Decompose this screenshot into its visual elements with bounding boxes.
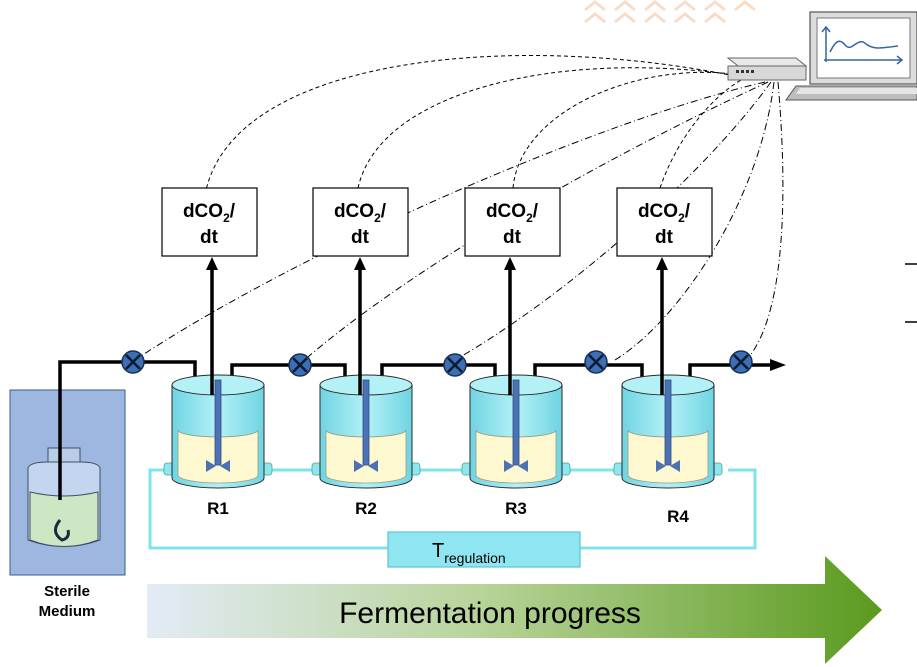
stirrer-icon [656, 379, 680, 472]
sensor-label-top: dCO2/ [638, 201, 691, 225]
sensor-slash: / [230, 201, 236, 222]
sensor-frame [161, 187, 258, 257]
valve-icon [288, 353, 312, 377]
sensor-label-bottom: dt [351, 227, 370, 248]
sensor-box-3: dCO2/dt [464, 187, 561, 395]
sensor-sub: 2 [374, 211, 381, 225]
outlet-arrowhead [770, 359, 786, 371]
valve-icon [729, 350, 753, 374]
sensor-frame [464, 187, 561, 257]
stirrer-icon [504, 379, 528, 472]
sensor-slash: / [533, 201, 539, 222]
gas-arrowhead [656, 257, 668, 270]
sensor-dco: dCO [486, 201, 526, 222]
sensor-dco: dCO [638, 201, 678, 222]
progress-label: Fermentation progress [339, 597, 641, 630]
valve-icon [121, 350, 145, 374]
sensor-box-4: dCO2/dt [616, 187, 713, 395]
sensor-slash: / [381, 201, 387, 222]
reactor-label-r2: R2 [355, 499, 377, 518]
reactor-r3: R3 [461, 374, 571, 518]
valve-icon [443, 353, 467, 377]
regulation-main: T [432, 540, 444, 562]
regulation-box [387, 531, 581, 568]
sensor-label-top: dCO2/ [334, 201, 387, 225]
bottle-icon [27, 447, 101, 547]
stirrer-icon [354, 379, 378, 472]
computer-icon [785, 11, 917, 101]
reactor-r2: R2 [311, 374, 421, 518]
valve-icon [584, 350, 608, 374]
reactor-label-r1: R1 [207, 499, 229, 518]
reactor-label-r3: R3 [505, 499, 527, 518]
sensor-sub: 2 [678, 211, 685, 225]
medium-label-line1: Sterile [44, 583, 90, 600]
decorative-chevrons [584, 0, 756, 24]
gas-arrowhead [206, 257, 218, 270]
sensor-label-top: dCO2/ [183, 201, 236, 225]
sensor-dco: dCO [334, 201, 374, 222]
sensor-label-top: dCO2/ [486, 201, 539, 225]
sensor-slash: / [685, 201, 691, 222]
reactor-r4: R4 [613, 374, 723, 526]
reactor-r1: R1 [163, 374, 273, 518]
sensor-dco: dCO [183, 201, 223, 222]
sterile-medium-box [9, 389, 126, 576]
regulation-sub: regulation [444, 550, 506, 566]
sensor-label-bottom: dt [503, 227, 522, 248]
sensor-sub: 2 [223, 211, 230, 225]
sensor-box-1: dCO2/dt [161, 187, 258, 395]
reactor-label-r4: R4 [667, 507, 689, 526]
gas-arrowhead [504, 257, 516, 270]
regulation-loop [148, 468, 757, 550]
sensor-label-bottom: dt [200, 227, 219, 248]
sensor-label-bottom: dt [655, 227, 674, 248]
regulation-label: Tregulation [432, 540, 506, 566]
signal-lines [204, 55, 746, 196]
sensor-sub: 2 [526, 211, 533, 225]
stirrer-icon [206, 379, 230, 472]
chart-icon [821, 25, 904, 65]
sensor-frame [312, 187, 409, 257]
router-icon [726, 57, 808, 81]
sensor-frame [616, 187, 713, 257]
sensor-box-2: dCO2/dt [312, 187, 409, 395]
medium-label-line2: Medium [39, 603, 96, 620]
progress-arrow [147, 556, 882, 664]
gas-arrowhead [354, 257, 366, 270]
